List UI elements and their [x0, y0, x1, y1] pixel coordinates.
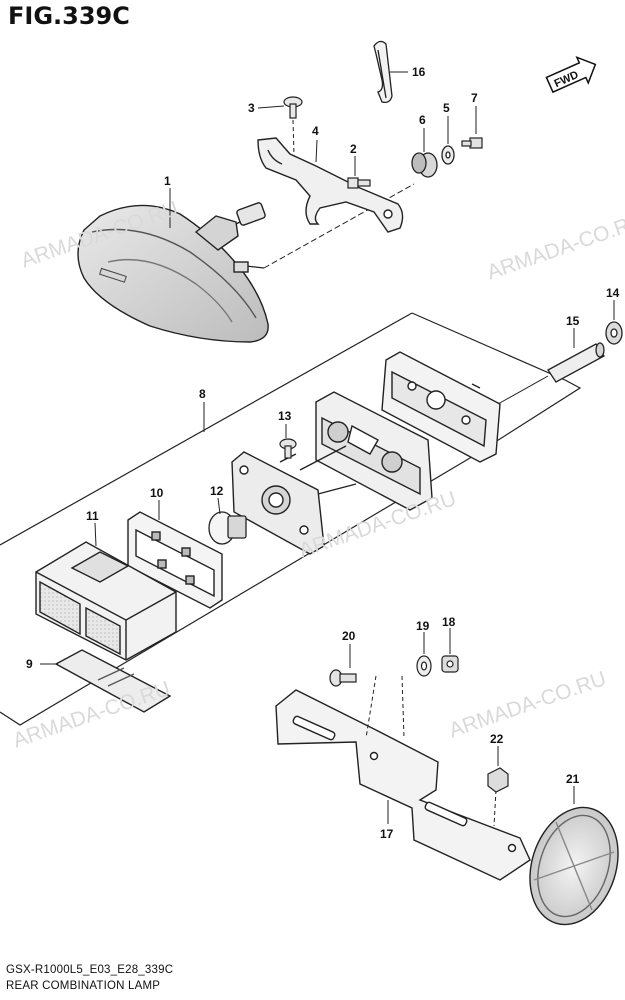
callout-8: 8	[199, 387, 206, 401]
screw-3-drawing	[283, 96, 303, 119]
assembly-frame-8-back	[0, 312, 413, 546]
callout-21: 21	[566, 772, 580, 786]
leader-bolt-20-to-bracket	[365, 675, 377, 739]
callout-17: 17	[380, 827, 394, 841]
lens-housing-11-drawing	[35, 541, 177, 661]
nut-18-drawing	[441, 655, 459, 673]
leader-screw-3-down	[292, 119, 295, 157]
callout-3: 3	[248, 101, 255, 115]
callout-12: 12	[210, 484, 224, 498]
callout-16: 16	[412, 65, 426, 79]
leader-nut-22-to-bracket	[493, 789, 497, 827]
nut-22-drawing	[487, 767, 509, 793]
callout-19: 19	[416, 619, 430, 633]
callout-1: 1	[164, 174, 171, 188]
assembly-frame-8	[0, 312, 582, 726]
figure-title: FIG.339C	[8, 2, 130, 30]
callout-numbers: 1 2 3 4 5 6 7 8 9 10 11 12 13 14 15 16 1…	[26, 65, 620, 841]
back-plate-drawing	[381, 351, 501, 463]
callout-15: 15	[566, 314, 580, 328]
callout-11: 11	[86, 509, 99, 523]
callout-10: 10	[150, 486, 164, 500]
reflector-21-drawing	[529, 806, 619, 926]
leader-plate-to-spacer	[497, 375, 549, 405]
callout-6: 6	[419, 113, 426, 127]
reflector-bracket-17-drawing	[275, 689, 531, 881]
callout-14: 14	[606, 286, 620, 300]
gasket-10-drawing	[127, 511, 223, 609]
tail-lamp-1-drawing	[77, 202, 269, 343]
callout-13: 13	[278, 409, 292, 423]
cable-clamp-16-drawing	[373, 40, 393, 104]
fwd-arrow-icon: FWD	[545, 56, 597, 94]
grommet-6-drawing	[411, 152, 438, 178]
callout-leaders	[40, 71, 615, 824]
screw-13-drawing	[279, 438, 297, 459]
callout-5: 5	[443, 101, 450, 115]
washer-5-drawing	[441, 145, 455, 165]
spacer-15-drawing	[547, 342, 605, 383]
callout-20: 20	[342, 629, 356, 643]
screw-2-drawing	[347, 177, 371, 189]
bulb-12-drawing	[208, 511, 247, 545]
callout-22: 22	[490, 732, 504, 746]
callout-2: 2	[350, 142, 357, 156]
callout-18: 18	[442, 615, 456, 629]
bolt-7-drawing	[461, 137, 483, 149]
leader-lamp-to-bracket	[263, 183, 415, 269]
model-code: GSX-R1000L5_E03_E28_339C	[6, 964, 174, 976]
lamp-bracket-4-drawing	[257, 137, 404, 233]
callout-7: 7	[471, 91, 478, 105]
lens-9-drawing	[54, 649, 172, 713]
callout-9: 9	[26, 657, 33, 671]
diagram-caption: REAR COMBINATION LAMP	[6, 980, 161, 992]
socket-housing-drawing	[231, 445, 357, 555]
housing-gasket-drawing	[315, 391, 433, 511]
callout-4: 4	[312, 124, 319, 138]
nut-14-drawing	[605, 321, 623, 345]
bolt-20-drawing	[329, 669, 357, 687]
leader-washer-19-to-bracket	[401, 675, 405, 739]
washer-19-drawing	[416, 655, 432, 677]
